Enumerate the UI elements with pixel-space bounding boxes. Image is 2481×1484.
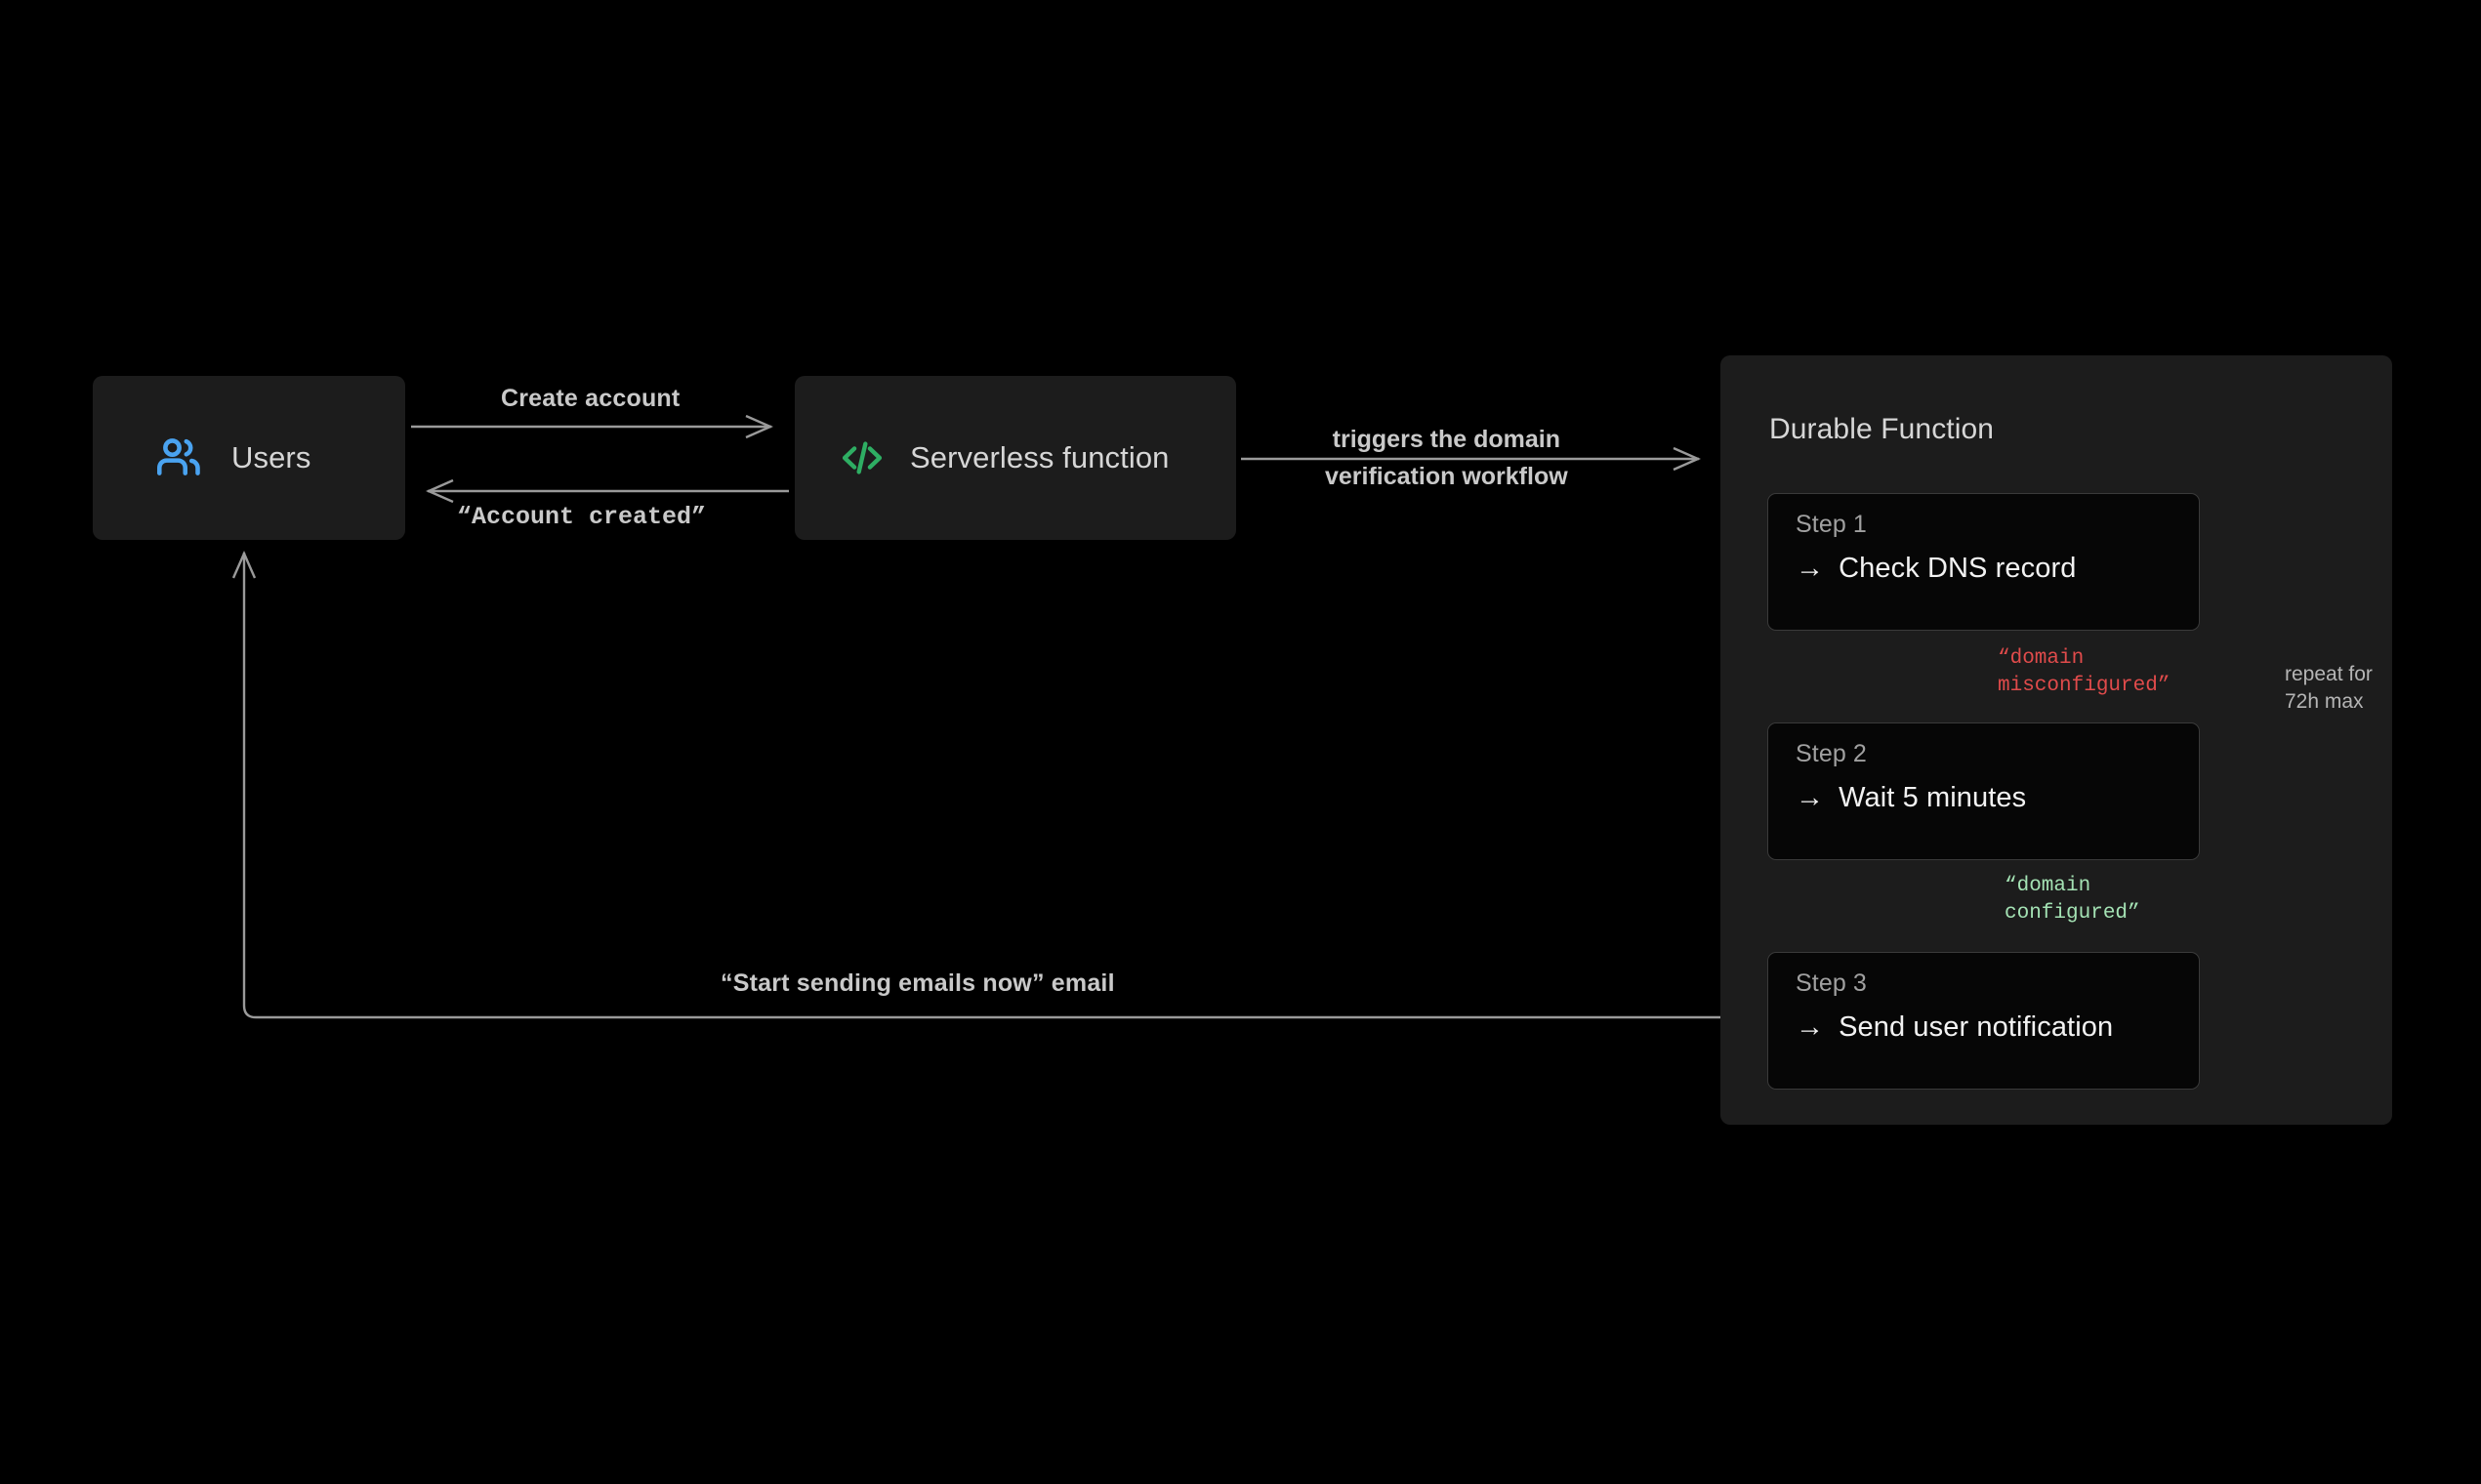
edge-label-triggers-workflow: triggers the domain verification workflo…: [1325, 426, 1568, 490]
arrow-right-icon: →: [1796, 781, 1825, 813]
step-1-kicker: Step 1: [1796, 511, 1867, 538]
step-3-kicker: Step 3: [1796, 969, 1867, 997]
step-card-2[interactable]: Step 2 → Wait 5 minutes: [1767, 722, 2200, 860]
step-1-action-label: Check DNS record: [1839, 552, 2077, 584]
node-users-label: Users: [231, 440, 311, 474]
code-icon: [838, 433, 887, 482]
edge-label-domain-misconfigured: “domain misconfigured”: [1998, 647, 2171, 698]
arrow-right-icon: →: [1796, 1010, 1825, 1043]
step-2-kicker: Step 2: [1796, 740, 1867, 767]
step-card-3[interactable]: Step 3 → Send user notification: [1767, 952, 2200, 1090]
edge-label-create-account: Create account: [501, 385, 681, 412]
step-card-1[interactable]: Step 1 → Check DNS record: [1767, 493, 2200, 631]
node-users[interactable]: Users: [93, 376, 405, 540]
step-3-action-label: Send user notification: [1839, 1010, 2114, 1043]
edge-label-domain-configured: “domain configured”: [2005, 875, 2140, 926]
durable-function-panel: Durable Function Step 1 → Check DNS reco…: [1720, 355, 2392, 1125]
edge-label-start-sending-email: “Start sending emails now” email: [721, 969, 1115, 997]
node-serverless-function-label: Serverless function: [910, 440, 1170, 474]
step-2-action: → Wait 5 minutes: [1796, 782, 2199, 814]
users-icon: [153, 433, 204, 483]
edge-start-sending-email: [244, 553, 1767, 1019]
durable-function-title: Durable Function: [1769, 413, 1995, 445]
step-1-action: → Check DNS record: [1796, 553, 2199, 585]
edge-label-account-created: “Account created”: [457, 503, 707, 531]
edge-label-repeat-limit: repeat for 72h max: [2285, 663, 2373, 714]
step-2-action-label: Wait 5 minutes: [1839, 781, 2027, 813]
node-serverless-function[interactable]: Serverless function: [795, 376, 1236, 540]
arrow-right-icon: →: [1796, 552, 1825, 584]
step-3-action: → Send user notification: [1796, 1011, 2199, 1044]
